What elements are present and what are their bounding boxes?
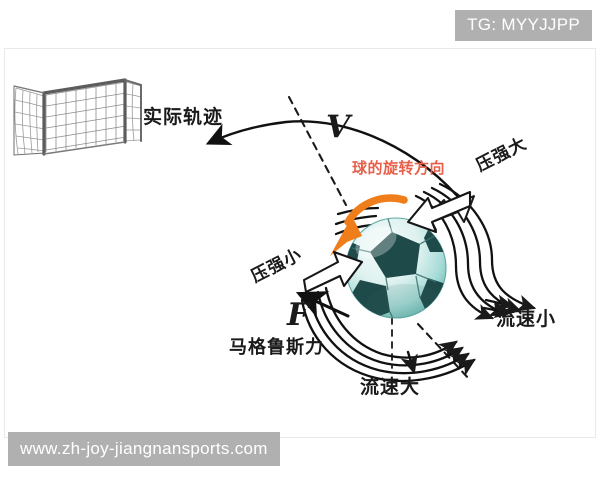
label-magnus-force-name: 马格鲁斯力: [229, 337, 324, 358]
label-velocity-vector: V: [326, 109, 351, 145]
pressure-low-block-arrow: [302, 250, 364, 294]
flow-speed-low-arrows: [482, 294, 515, 319]
goal-frame-bars: [13, 78, 142, 156]
spin-direction-arrowhead: [330, 216, 362, 256]
airflow-streamlines-bottom: [300, 286, 476, 383]
top-watermark-badge: TG: MYYJJPP: [455, 10, 592, 41]
label-spin-direction: 球的旋转方向: [352, 159, 446, 177]
label-magnus-force-vector: F: [287, 297, 310, 333]
pressure-high-arrow-body: [406, 190, 472, 234]
magnus-force-arrow: [295, 291, 350, 318]
bottom-watermark-badge: www.zh-joy-jiangnansports.com: [8, 432, 280, 466]
goal-net-right-wing: [125, 81, 142, 142]
label-flow-speed-high: 流速大: [360, 376, 421, 398]
straight-reference-line-top: [287, 95, 348, 207]
actual-trajectory-curve: [205, 120, 468, 208]
label-actual-trajectory: 实际轨迹: [143, 106, 224, 128]
label-flow-speed-low: 流速小: [496, 308, 557, 330]
soccer-goal: [13, 78, 142, 156]
goal-net-face: [45, 81, 127, 152]
goal-net-left-wing: [14, 87, 45, 155]
flow-speed-high-arrow: [400, 350, 418, 375]
